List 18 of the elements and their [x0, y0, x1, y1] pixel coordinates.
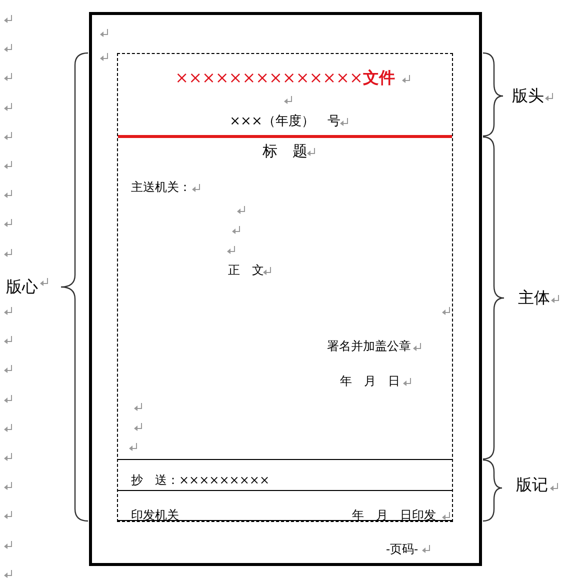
issue-date-text: 年 月 日印发 [352, 509, 436, 521]
section-label: 版记 [516, 477, 548, 493]
type-area-frame [117, 53, 453, 522]
section-label: 版心 [6, 279, 38, 295]
signature-text: 署名并加盖公章 [327, 340, 411, 352]
section-label: 版头 [512, 88, 544, 104]
document-heading: ××××××××××××××文件 [175, 70, 395, 86]
section-label: 主体 [518, 290, 550, 306]
title-text: 标 题 [262, 144, 308, 159]
recipient-label: 主送机关： [131, 181, 191, 193]
page-frame [89, 12, 482, 566]
date-text: 年 月 日 [340, 375, 400, 387]
cc-text: 抄 送：××××××××× [131, 474, 270, 486]
body-text: 正 文 [228, 264, 264, 276]
document-number: ×××（年度） 号 [230, 115, 340, 128]
issuer-text: 印发机关 [131, 509, 179, 521]
cc-row [118, 459, 452, 491]
page-number: -页码- [386, 543, 418, 555]
